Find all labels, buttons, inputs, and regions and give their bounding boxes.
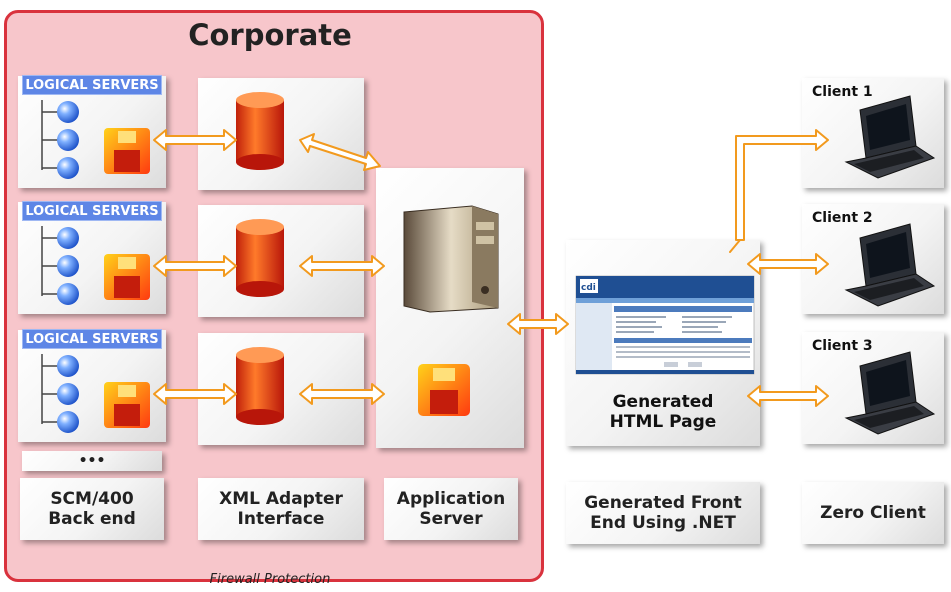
laptop-icon (844, 95, 936, 179)
logical-servers-label: LOGICAL SERVERS (22, 201, 162, 221)
more-servers-ellipsis: ••• (22, 451, 162, 471)
generated-page-screenshot: cdi (575, 275, 755, 375)
server-tree-icon (41, 354, 79, 433)
server-tree-icon (41, 226, 79, 305)
floppy-disk-icon (104, 382, 150, 428)
server-tree-icon (41, 100, 79, 179)
double-arrow (299, 255, 385, 277)
logical-servers-label: LOGICAL SERVERS (22, 329, 162, 349)
floppy-disk-icon (418, 364, 470, 416)
double-arrow (747, 253, 829, 275)
double-arrow (153, 129, 237, 151)
floppy-disk-icon (104, 254, 150, 300)
double-arrow (747, 385, 829, 407)
laptop-icon (844, 223, 936, 307)
logical-servers-label: LOGICAL SERVERS (22, 75, 162, 95)
database-cylinder-icon (236, 219, 284, 297)
mini-page-logo: cdi (581, 283, 596, 293)
double-arrow (729, 129, 829, 253)
database-cylinder-icon (236, 347, 284, 425)
double-arrow (299, 133, 381, 171)
client-3-label: Client 3 (812, 338, 873, 354)
double-arrow (507, 313, 569, 335)
tower-server-icon (403, 205, 499, 313)
corporate-title: Corporate (188, 18, 352, 52)
client-1-label: Client 1 (812, 84, 873, 100)
laptop-icon (844, 351, 936, 435)
firewall-label: Firewall Protection (209, 572, 331, 587)
double-arrow (153, 383, 237, 405)
double-arrow (153, 255, 237, 277)
double-arrow (299, 383, 385, 405)
zero-client-label: Zero Client (802, 482, 944, 544)
client-2-label: Client 2 (812, 210, 873, 226)
floppy-disk-icon (104, 128, 150, 174)
database-cylinder-icon (236, 92, 284, 170)
